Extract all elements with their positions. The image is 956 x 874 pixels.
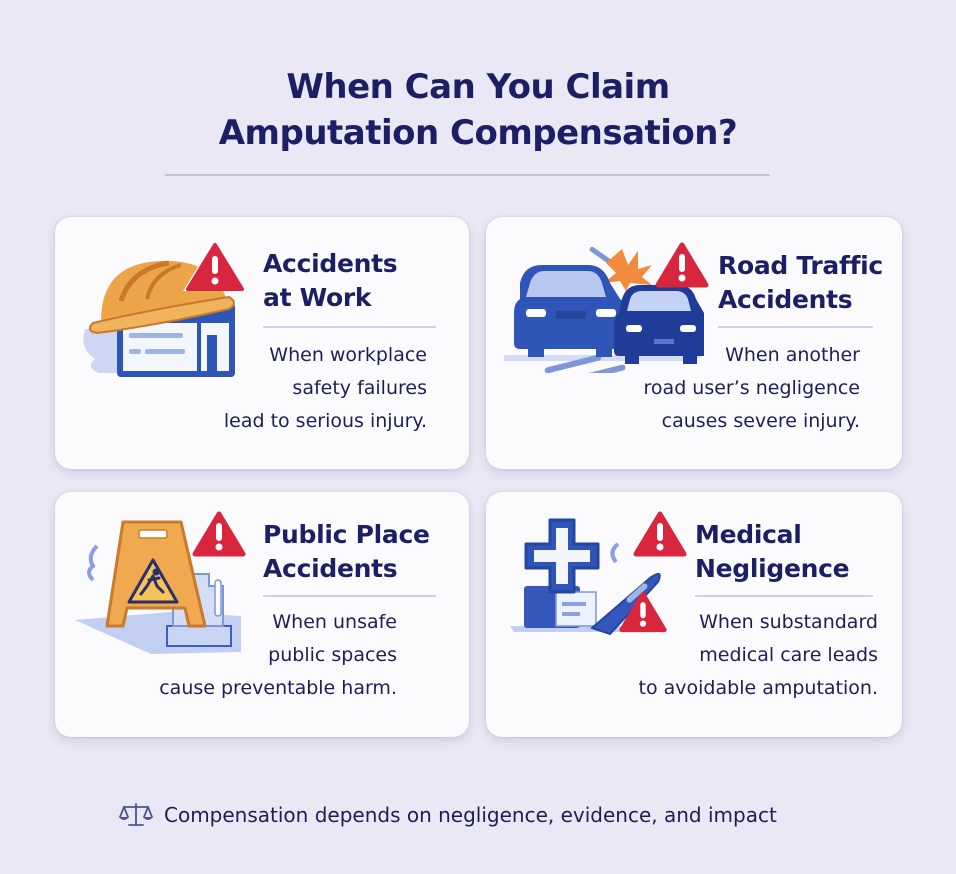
- scales-of-justice-icon: [119, 803, 153, 826]
- hard-hat-warning-icon: [83, 239, 247, 377]
- card-divider: [718, 326, 873, 328]
- card-medical-negligence: Medical Negligence When substandard medi…: [486, 492, 902, 737]
- card-divider: [263, 326, 436, 328]
- car-crash-warning-icon: [504, 246, 704, 373]
- card-description: When unsafe public spaces cause preventa…: [159, 611, 397, 699]
- card-road-traffic-accidents: Road Traffic Accidents When another road…: [486, 217, 902, 469]
- card-title: Public Place Accidents: [263, 520, 430, 583]
- card-title: Road Traffic Accidents: [718, 251, 883, 314]
- warning-triangle-icon: [619, 591, 667, 633]
- warning-triangle-icon: [655, 242, 709, 288]
- warning-triangle-icon: [192, 511, 246, 557]
- warning-triangle-icon: [633, 511, 687, 557]
- footer-note: Compensation depends on negligence, evid…: [118, 800, 777, 830]
- card-description: When substandard medical care leads to a…: [638, 611, 878, 699]
- medical-cross-scalpel-warning-icon: [510, 518, 661, 636]
- card-title: Accidents at Work: [263, 249, 398, 312]
- card-divider: [695, 595, 873, 597]
- card-accidents-at-work: Accidents at Work When workplace safety …: [55, 217, 469, 469]
- footer-text: Compensation depends on negligence, evid…: [164, 803, 777, 827]
- wet-floor-sign-warning-icon: [75, 520, 241, 654]
- card-description: When another road user’s negligence caus…: [643, 344, 860, 432]
- card-description: When workplace safety failures lead to s…: [223, 344, 427, 432]
- page-title: When Can You Claim Amputation Compensati…: [0, 64, 956, 156]
- card-title: Medical Negligence: [695, 520, 850, 583]
- card-divider: [263, 595, 436, 597]
- title-line-1: When Can You Claim: [286, 67, 670, 107]
- title-line-2: Amputation Compensation?: [218, 113, 738, 153]
- title-divider: [165, 174, 770, 176]
- card-public-place-accidents: Public Place Accidents When unsafe publi…: [55, 492, 469, 737]
